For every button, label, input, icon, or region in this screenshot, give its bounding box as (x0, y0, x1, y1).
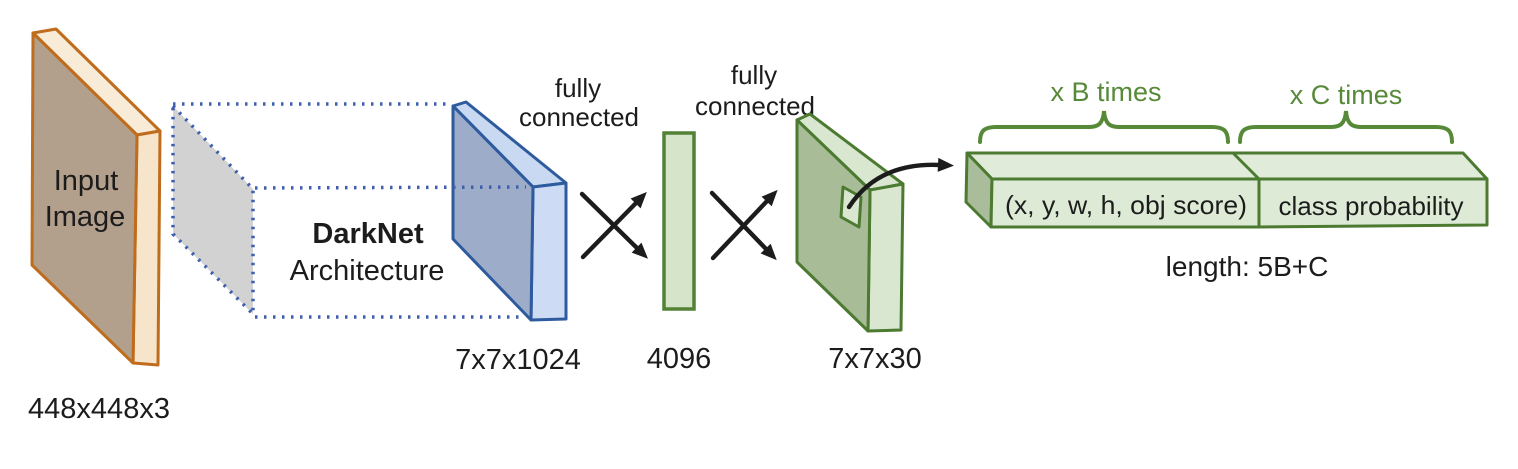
output-tensor-node: 7x7x30 (795, 112, 922, 375)
fc2-arrow-down (709, 190, 777, 261)
bbox-segment-label: (x, y, w, h, obj score) (1005, 190, 1247, 220)
fc-vector-size-label: 4096 (647, 343, 712, 375)
fc1-label: fully connected (519, 73, 639, 132)
backbone-label: DarkNet Architecture (290, 218, 445, 287)
prediction-vector-node: (x, y, w, h, obj score) class probabilit… (964, 151, 1489, 229)
input-image-node: Input Image 448x448x3 (28, 27, 170, 425)
output-side-face (866, 182, 905, 333)
fc1-label-line2: connected (519, 102, 639, 132)
b-times-brace (978, 110, 1230, 144)
feature-front-face (451, 104, 535, 322)
b-times-annotation: x B times (978, 77, 1230, 144)
output-front-face (795, 118, 872, 333)
projection-plane (171, 101, 255, 319)
input-front-face (30, 31, 139, 365)
vector-length-label: length: 5B+C (1166, 251, 1329, 282)
fc1-arrow-up (580, 192, 647, 260)
b-times-label: x B times (1050, 77, 1161, 107)
fc1-label-line1: fully (555, 73, 601, 103)
fc-vector-node: 4096 (647, 131, 712, 375)
fc2-arrow-up (710, 189, 778, 261)
cell-to-prediction-arrow (846, 157, 954, 210)
prediction-top-face (965, 151, 1489, 181)
projection-guides (171, 101, 523, 319)
input-label-line2: Image (45, 201, 126, 233)
prediction-top-split-line (1231, 151, 1261, 181)
backbone-feature-node: 7x7x1024 (451, 100, 581, 376)
prediction-class-segment (1257, 177, 1489, 229)
c-times-annotation: x C times (1238, 80, 1454, 144)
c-times-brace (1238, 110, 1454, 144)
fc2-crossing-arrows (709, 189, 778, 261)
fc-vector-bar (662, 131, 696, 311)
fc2-label-line1: fully (731, 60, 777, 90)
fc2-label: fully connected (695, 60, 815, 121)
class-segment-label: class probability (1279, 191, 1464, 221)
output-dims-label: 7x7x30 (828, 343, 922, 375)
c-times-label: x C times (1290, 80, 1403, 110)
input-dims-label: 448x448x3 (28, 393, 170, 425)
backbone-type: Architecture (290, 255, 445, 287)
projection-dotted-line-middle (254, 185, 527, 190)
fc1-arrow-down (579, 191, 648, 259)
feature-dims-label: 7x7x1024 (455, 344, 581, 376)
fc2-label-line2: connected (695, 91, 815, 121)
input-label-line1: Input (54, 165, 119, 197)
backbone-name: DarkNet (312, 218, 424, 250)
feature-side-face (529, 181, 568, 322)
fc1-crossing-arrows (579, 191, 648, 260)
